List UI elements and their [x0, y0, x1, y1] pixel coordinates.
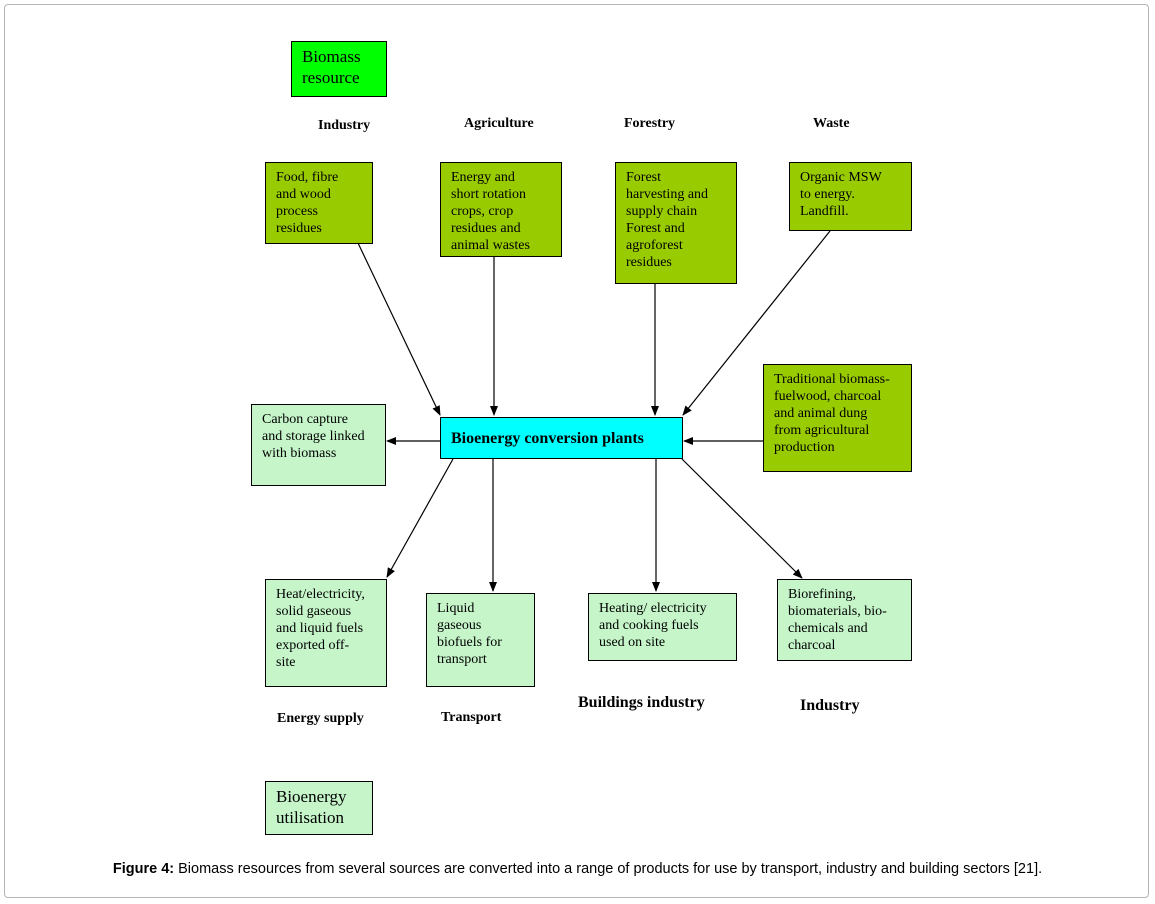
source-box-agriculture: Energy and short rotation crops, crop re… [440, 162, 562, 257]
arrow-waste-to-center [682, 230, 831, 416]
source-box-industry-residues: Food, fibre and wood process residues [265, 162, 373, 244]
output-label-industry: Industry [800, 697, 860, 714]
output-box-industry: Biorefining, biomaterials, bio- chemical… [777, 579, 912, 661]
output-box-energy-supply: Heat/electricity, solid gaseous and liqu… [265, 579, 387, 687]
legend-biomass-resource: Biomass resource [291, 41, 387, 97]
source-label-waste: Waste [813, 116, 850, 131]
source-label-industry: Industry [318, 118, 371, 133]
output-label-transport: Transport [441, 710, 502, 725]
center-box-conversion-plants: Bioenergy conversion plants [440, 417, 683, 459]
source-box-forestry: Forest harvesting and supply chain Fores… [615, 162, 737, 284]
legend-bioenergy-utilisation: Bioenergy utilisation [265, 781, 373, 835]
arrow-center-to-industry [681, 458, 803, 579]
source-box-traditional-biomass: Traditional biomass- fuelwood, charcoal … [763, 364, 912, 472]
output-box-transport: Liquid gaseous biofuels for transport [426, 593, 535, 687]
arrow-industry-to-center [357, 242, 441, 416]
caption-prefix: Figure 4: [112, 861, 175, 877]
output-label-buildings-industry: Buildings industry [578, 694, 705, 711]
arrow-center-to-energy [386, 458, 454, 578]
source-label-forestry: Forestry [624, 116, 676, 131]
source-label-agriculture: Agriculture [464, 116, 534, 131]
source-box-waste: Organic MSW to energy. Landfill. [789, 162, 912, 231]
caption-text: Biomass resources from several sources a… [174, 861, 1043, 877]
output-box-carbon-capture: Carbon capture and storage linked with b… [251, 404, 386, 486]
output-label-energy-supply: Energy supply [277, 711, 364, 726]
figure-caption: Figure 4: Biomass resources from several… [0, 861, 1155, 877]
output-box-buildings: Heating/ electricity and cooking fuels u… [588, 593, 737, 661]
